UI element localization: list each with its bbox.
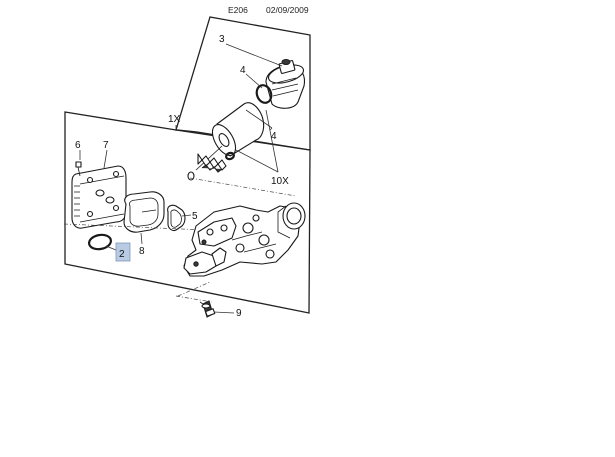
diagram-date: 02/09/2009 [266,5,309,15]
housing-gasket [167,204,186,232]
label-part-9: 9 [236,308,242,319]
filter-cap [265,59,306,109]
cooler-gasket [123,191,165,233]
axis-line-bolt [175,295,213,303]
leader-9 [213,311,235,314]
label-part-2[interactable]: 2 [119,249,125,260]
cooler-o-ring [87,233,113,251]
bypass-spring [187,145,227,181]
leader-3 [225,43,283,67]
axis-line-cooler [63,223,207,231]
label-part-3: 3 [219,34,225,45]
leader-4-mid-a [245,109,273,129]
axis-line-housing [177,281,211,297]
leader-2 [105,245,117,251]
filter-o-ring [225,151,235,161]
label-part-6: 6 [75,140,81,151]
label-part-4-top: 4 [240,65,246,76]
label-part-5: 5 [192,211,198,222]
leader-10x-b [265,109,279,173]
filter-cap-o-ring [255,84,273,104]
leader-4-mid-b [269,127,273,131]
oil-cooler [71,165,127,229]
label-assembly-qty: 1X [168,114,181,125]
housing-bolt [199,300,216,318]
filter-element [211,102,265,157]
highlight-part-2[interactable] [115,242,131,262]
cooler-bolt [75,161,82,177]
label-part-10-qty: 10X [271,176,289,187]
leader-8 [140,232,143,245]
leader-5 [181,214,192,217]
leader-10x-a [235,149,279,173]
label-part-4-mid: 4 [271,131,277,142]
oil-filter-housing [183,202,306,277]
diagram-code: E206 [228,5,248,15]
leader-4-top [245,73,263,89]
label-part-7: 7 [103,140,109,151]
label-part-8: 8 [139,246,145,257]
filter-subgroup-frame [175,16,311,151]
leader-7 [103,149,108,169]
